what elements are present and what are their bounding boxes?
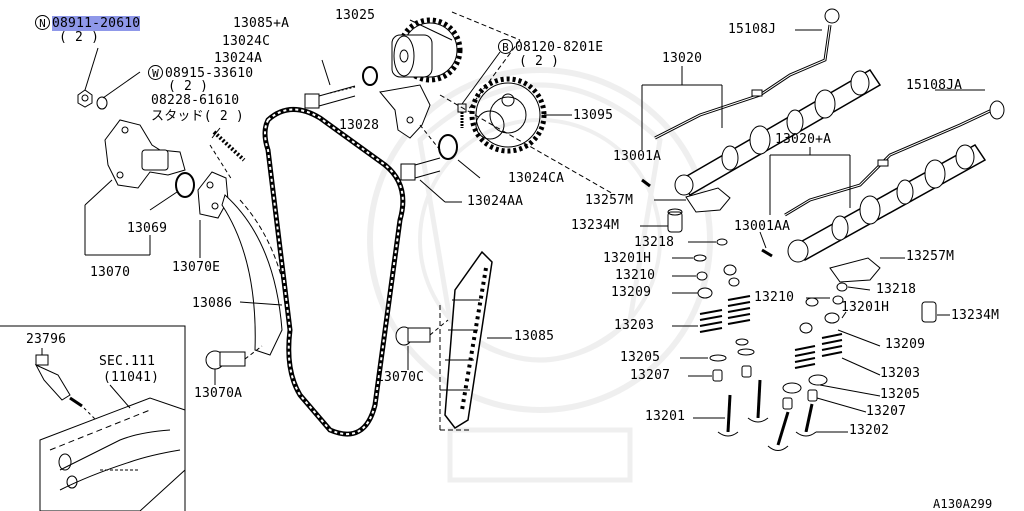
label-13205-2[interactable]: 13205 <box>880 387 921 402</box>
nut-drawing <box>77 47 99 108</box>
label-13070a[interactable]: 13070A <box>194 386 243 401</box>
label-13095[interactable]: 13095 <box>573 108 614 123</box>
camshaft-13020-drawing <box>674 68 882 197</box>
highlighted-part-number[interactable]: 08911-20610 <box>52 16 141 31</box>
n-symbol: N <box>35 15 50 30</box>
label-13201h-1[interactable]: 13201H <box>603 251 652 266</box>
highlight-qty: ( 2 ) <box>59 30 100 45</box>
sensor-23796-drawing <box>34 348 83 408</box>
stud-part-number[interactable]: 08228-61610 <box>151 93 240 108</box>
washer-ca-drawing <box>438 134 458 160</box>
valve-spring-right-drawing <box>794 333 843 369</box>
label-13207-1[interactable]: 13207 <box>630 368 671 383</box>
label-sec[interactable]: SEC.111 <box>99 354 156 369</box>
label-15108j[interactable]: 15108J <box>728 22 777 37</box>
label-13234m-2[interactable]: 13234M <box>951 308 1000 323</box>
chain-guide-right-drawing <box>440 250 512 429</box>
label-13209-2[interactable]: 13209 <box>885 337 926 352</box>
label-13210-1[interactable]: 13210 <box>615 268 656 283</box>
lash-adjuster-2-drawing <box>921 301 937 323</box>
pivot-pin-drawing <box>205 345 263 385</box>
valves-right-drawing <box>767 403 817 451</box>
stud-drawing <box>211 127 246 162</box>
label-13028[interactable]: 13028 <box>339 118 380 133</box>
camshaft-13020a-drawing <box>787 144 987 263</box>
cam-sprocket-right-drawing <box>469 76 547 154</box>
o-ring-drawing <box>175 172 195 198</box>
label-13203-2[interactable]: 13203 <box>880 366 921 381</box>
b-symbol: B <box>498 39 513 54</box>
label-15108ja[interactable]: 15108JA <box>906 78 963 93</box>
label-13001a[interactable]: 13001A <box>613 149 662 164</box>
oil-pipe-j-drawing <box>654 8 840 140</box>
label-13069[interactable]: 13069 <box>127 221 168 236</box>
label-13209-1[interactable]: 13209 <box>611 285 652 300</box>
label-13085[interactable]: 13085 <box>514 329 555 344</box>
bolt-a-drawing <box>304 85 356 109</box>
label-13085a[interactable]: 13085+A <box>233 16 290 31</box>
washer-c-drawing <box>362 66 378 86</box>
valves-left-drawing <box>717 379 769 437</box>
bolt-aa-drawing <box>400 157 441 181</box>
label-13203-1[interactable]: 13203 <box>614 318 655 333</box>
w-qty: ( 2 ) <box>168 79 209 94</box>
chain-guide-left-drawing <box>221 194 283 356</box>
label-13218-1[interactable]: 13218 <box>634 235 675 250</box>
label-13070c[interactable]: 13070C <box>376 370 425 385</box>
tensioner-body-drawing <box>84 119 186 206</box>
label-sec-ref: (11041) <box>103 370 160 385</box>
tensioner-bracket-drawing <box>379 84 441 151</box>
label-13070e[interactable]: 13070E <box>172 260 221 275</box>
timing-chain-drawing <box>262 107 406 437</box>
label-13086[interactable]: 13086 <box>192 296 233 311</box>
label-13218-2[interactable]: 13218 <box>876 282 917 297</box>
cylinder-head-drawing <box>39 397 186 511</box>
washer-drawing <box>96 71 141 110</box>
cam-sprocket-top-drawing <box>391 17 463 83</box>
label-13024a[interactable]: 13024A <box>214 51 263 66</box>
label-13001aa[interactable]: 13001AA <box>734 219 791 234</box>
label-13257m-1[interactable]: 13257M <box>585 193 634 208</box>
label-13024aa[interactable]: 13024AA <box>467 194 524 209</box>
label-23796[interactable]: 23796 <box>26 332 67 347</box>
label-13024c[interactable]: 13024C <box>222 34 271 49</box>
figure-code: A130A299 <box>933 497 993 511</box>
b-qty: ( 2 ) <box>519 54 560 69</box>
rocker-arm-1-drawing <box>685 187 731 213</box>
label-13207-2[interactable]: 13207 <box>866 404 907 419</box>
retainer-left-drawing <box>696 264 740 299</box>
label-13234m-1[interactable]: 13234M <box>571 218 620 233</box>
rocker-arm-2-drawing <box>829 257 881 283</box>
label-13205-1[interactable]: 13205 <box>620 350 661 365</box>
label-13257m-2[interactable]: 13257M <box>906 249 955 264</box>
valve-spring-left-drawing <box>699 295 751 333</box>
lash-adjuster-1-drawing <box>667 208 683 233</box>
w-part-number: 08915-33610 <box>165 66 254 81</box>
label-13025[interactable]: 13025 <box>335 8 376 23</box>
label-13070[interactable]: 13070 <box>90 265 131 280</box>
w-symbol: W <box>148 65 163 80</box>
label-13202[interactable]: 13202 <box>849 423 890 438</box>
stud-label: スタッド( 2 ) <box>151 109 244 124</box>
label-13020[interactable]: 13020 <box>662 51 703 66</box>
bolt-b-drawing <box>457 51 501 128</box>
label-13024ca[interactable]: 13024CA <box>508 171 565 186</box>
label-13201[interactable]: 13201 <box>645 409 686 424</box>
gasket-drawing <box>197 171 229 219</box>
oil-pipe-ja-drawing <box>784 89 1005 217</box>
label-13020a[interactable]: 13020+A <box>775 132 832 147</box>
label-13210-2[interactable]: 13210 <box>754 290 795 305</box>
b-part-number: 08120-8201E <box>515 40 604 55</box>
label-13201h-2[interactable]: 13201H <box>841 300 890 315</box>
